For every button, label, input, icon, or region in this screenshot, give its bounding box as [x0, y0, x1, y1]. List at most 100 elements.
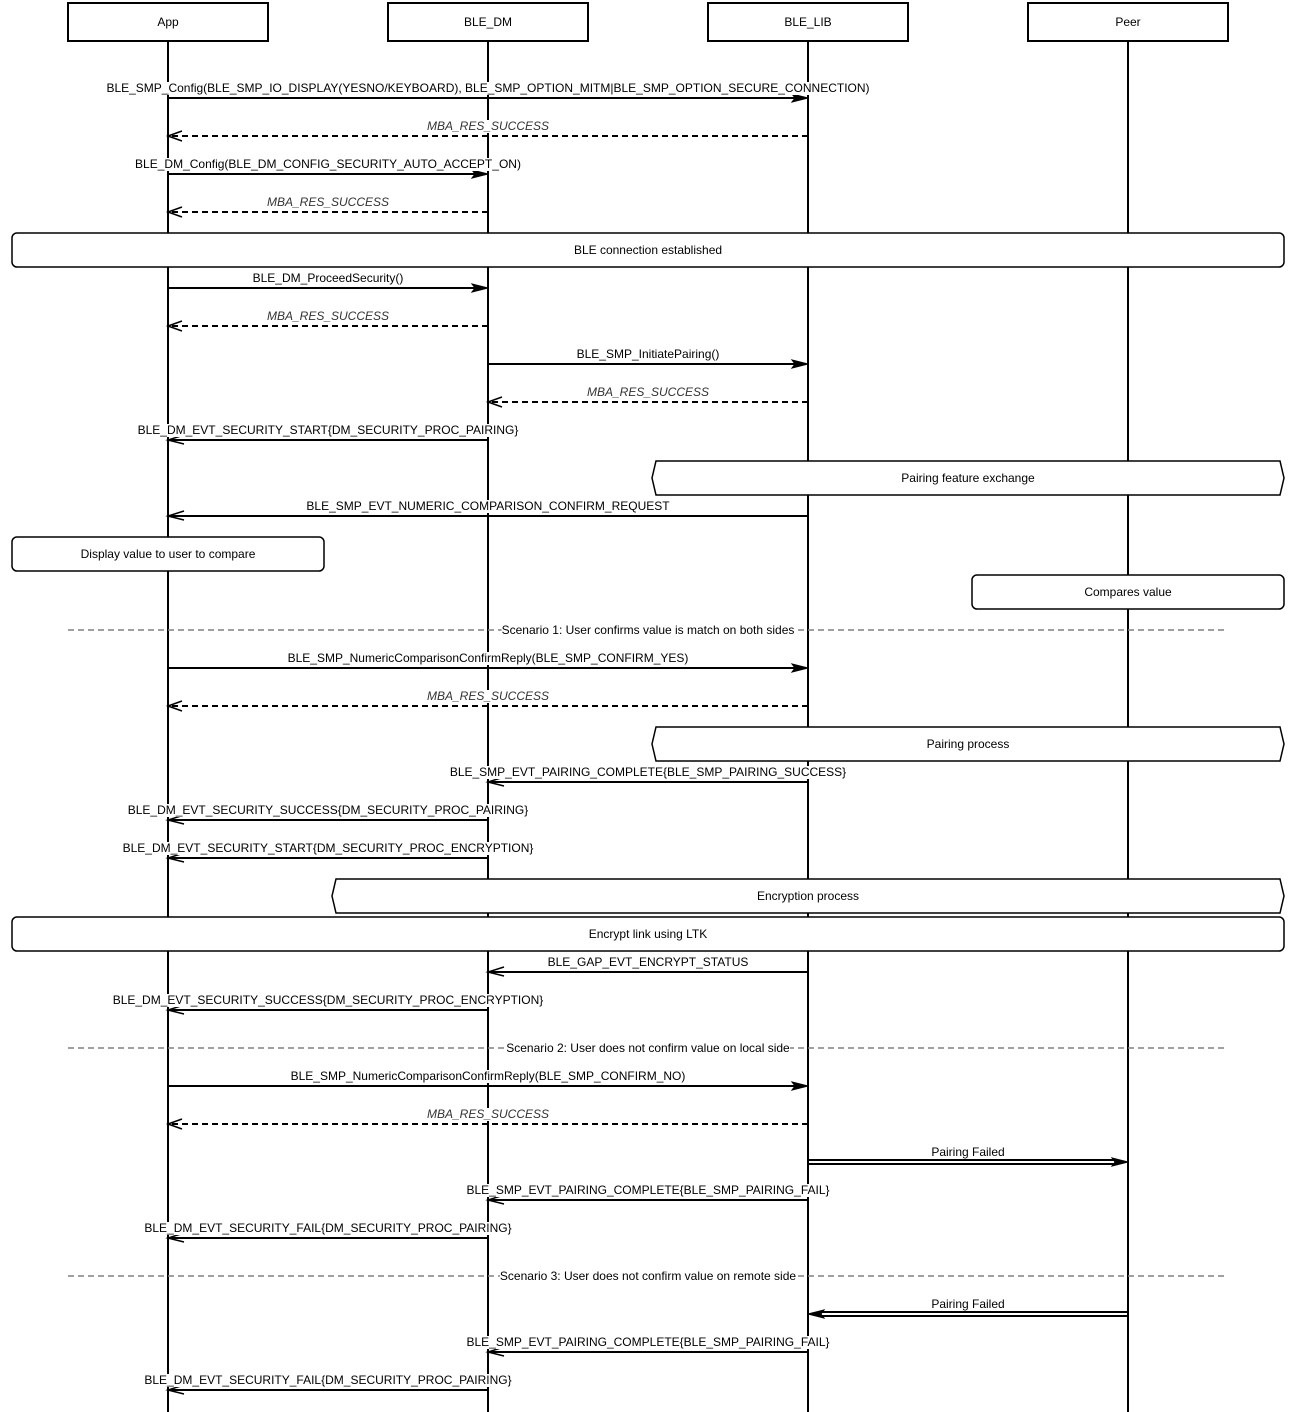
message-event[interactable]: BLE_SMP_EVT_PAIRING_COMPLETE{BLE_SMP_PAI…: [466, 1335, 830, 1357]
message-label: BLE_DM_EVT_SECURITY_START{DM_SECURITY_PR…: [138, 423, 519, 437]
label-background: [122, 842, 534, 855]
open-arrowhead-icon: [165, 206, 183, 218]
message-sync[interactable]: BLE_DM_Config(BLE_DM_CONFIG_SECURITY_AUT…: [135, 157, 521, 179]
label-background: [144, 1222, 512, 1235]
message-label: BLE_DM_Config(BLE_DM_CONFIG_SECURITY_AUT…: [135, 157, 521, 171]
open-arrowhead-icon: [165, 700, 183, 712]
note-label: Encrypt link using LTK: [589, 927, 708, 941]
participant-app[interactable]: App: [67, 2, 269, 42]
note-label: Pairing process: [927, 737, 1010, 751]
label-background: [112, 994, 544, 1007]
message-label: MBA_RES_SUCCESS: [427, 1107, 549, 1121]
label-background: [135, 158, 521, 171]
process-frame: Pairing process: [651, 726, 1285, 762]
message-label: MBA_RES_SUCCESS: [267, 195, 389, 209]
message-event[interactable]: BLE_DM_EVT_SECURITY_START{DM_SECURITY_PR…: [137, 423, 519, 445]
label-background: [466, 1184, 830, 1197]
message-return[interactable]: MBA_RES_SUCCESS: [165, 119, 808, 142]
scenario-label: Scenario 3: User does not confirm value …: [500, 1269, 796, 1283]
message-event[interactable]: BLE_DM_EVT_SECURITY_SUCCESS{DM_SECURITY_…: [127, 803, 529, 825]
message-sync[interactable]: BLE_DM_ProceedSecurity(): [168, 271, 489, 293]
message-label: Pairing Failed: [931, 1145, 1004, 1159]
message-label: Pairing Failed: [931, 1297, 1004, 1311]
participant-label: App: [157, 15, 179, 29]
label-background: [586, 386, 710, 399]
label-background: [426, 120, 550, 133]
message-event[interactable]: BLE_GAP_EVT_ENCRYPT_STATUS: [485, 955, 808, 977]
open-arrowhead-icon: [485, 966, 505, 977]
message-double[interactable]: Pairing Failed: [807, 1297, 1128, 1319]
participant-label: Peer: [1115, 15, 1140, 29]
note-label: Encryption process: [757, 889, 859, 903]
message-label: MBA_RES_SUCCESS: [427, 119, 549, 133]
message-sync[interactable]: BLE_SMP_NumericComparisonConfirmReply(BL…: [168, 1069, 809, 1091]
arrowhead-icon: [1110, 1157, 1129, 1167]
message-event[interactable]: BLE_DM_EVT_SECURITY_FAIL{DM_SECURITY_PRO…: [144, 1373, 512, 1395]
note-label: Compares value: [1084, 585, 1172, 599]
label-background: [266, 196, 390, 209]
message-double[interactable]: Pairing Failed: [808, 1145, 1129, 1167]
label-background: [426, 690, 550, 703]
message-event[interactable]: BLE_SMP_EVT_PAIRING_COMPLETE{BLE_SMP_PAI…: [466, 1183, 830, 1205]
message-label: BLE_SMP_NumericComparisonConfirmReply(BL…: [288, 651, 689, 665]
message-sync[interactable]: BLE_SMP_NumericComparisonConfirmReply(BL…: [168, 651, 809, 673]
label-background: [252, 272, 404, 285]
message-label: BLE_SMP_Config(BLE_SMP_IO_DISPLAY(YESNO/…: [106, 81, 869, 95]
message-event[interactable]: BLE_SMP_EVT_NUMERIC_COMPARISON_CONFIRM_R…: [165, 499, 808, 521]
message-return[interactable]: MBA_RES_SUCCESS: [485, 385, 808, 408]
label-background: [306, 500, 671, 513]
message-label: BLE_DM_EVT_SECURITY_START{DM_SECURITY_PR…: [123, 841, 534, 855]
participant-ble-dm[interactable]: BLE_DM: [387, 2, 589, 42]
label-background: [506, 1042, 791, 1055]
open-arrowhead-icon: [165, 130, 183, 142]
message-event[interactable]: BLE_SMP_EVT_PAIRING_COMPLETE{BLE_SMP_PAI…: [449, 765, 847, 787]
label-background: [499, 1270, 797, 1283]
note-box: Compares value: [971, 574, 1285, 610]
message-sync[interactable]: BLE_SMP_Config(BLE_SMP_IO_DISPLAY(YESNO/…: [106, 81, 870, 103]
label-background: [576, 348, 720, 361]
process-frame: Encryption process: [331, 878, 1285, 914]
label-background: [449, 766, 847, 779]
message-return[interactable]: MBA_RES_SUCCESS: [165, 309, 488, 332]
arrowhead-icon: [790, 1081, 809, 1091]
message-label: BLE_GAP_EVT_ENCRYPT_STATUS: [548, 955, 749, 969]
label-background: [501, 624, 795, 637]
arrowhead-icon: [790, 663, 809, 673]
note-box: Encrypt link using LTK: [11, 916, 1285, 952]
message-event[interactable]: BLE_DM_EVT_SECURITY_START{DM_SECURITY_PR…: [122, 841, 534, 863]
note-box: BLE connection established: [11, 232, 1285, 268]
label-background: [931, 1298, 1005, 1311]
message-return[interactable]: MBA_RES_SUCCESS: [165, 195, 488, 218]
message-event[interactable]: BLE_DM_EVT_SECURITY_SUCCESS{DM_SECURITY_…: [112, 993, 544, 1015]
message-return[interactable]: MBA_RES_SUCCESS: [165, 689, 808, 712]
open-arrowhead-icon: [165, 1118, 183, 1130]
arrowhead-icon: [790, 359, 809, 369]
label-background: [137, 424, 519, 437]
scenario-divider: Scenario 3: User does not confirm value …: [68, 1269, 1228, 1283]
label-background: [290, 1070, 686, 1083]
open-arrowhead-icon: [165, 320, 183, 332]
arrowhead-icon: [470, 283, 489, 293]
scenario-divider: Scenario 1: User confirms value is match…: [68, 623, 1228, 637]
message-label: BLE_DM_EVT_SECURITY_FAIL{DM_SECURITY_PRO…: [144, 1373, 511, 1387]
note-label: Pairing feature exchange: [901, 471, 1035, 485]
message-label: BLE_SMP_EVT_PAIRING_COMPLETE{BLE_SMP_PAI…: [466, 1335, 829, 1349]
message-sync[interactable]: BLE_SMP_InitiatePairing(): [488, 347, 809, 369]
label-background: [931, 1146, 1005, 1159]
label-background: [106, 82, 870, 95]
participant-peer[interactable]: Peer: [1027, 2, 1229, 42]
message-label: MBA_RES_SUCCESS: [587, 385, 709, 399]
message-label: BLE_SMP_EVT_PAIRING_COMPLETE{BLE_SMP_PAI…: [450, 765, 846, 779]
message-event[interactable]: BLE_DM_EVT_SECURITY_FAIL{DM_SECURITY_PRO…: [144, 1221, 512, 1243]
message-return[interactable]: MBA_RES_SUCCESS: [165, 1107, 808, 1130]
note-label: BLE connection established: [574, 243, 722, 257]
arrowhead-icon: [807, 1309, 826, 1319]
scenario-divider: Scenario 2: User does not confirm value …: [68, 1041, 1228, 1055]
participant-label: BLE_DM: [464, 15, 512, 29]
message-label: MBA_RES_SUCCESS: [267, 309, 389, 323]
label-background: [266, 310, 390, 323]
label-background: [426, 1108, 550, 1121]
message-label: BLE_DM_EVT_SECURITY_SUCCESS{DM_SECURITY_…: [113, 993, 544, 1007]
arrowhead-icon: [470, 169, 489, 179]
participant-ble-lib[interactable]: BLE_LIB: [707, 2, 909, 42]
